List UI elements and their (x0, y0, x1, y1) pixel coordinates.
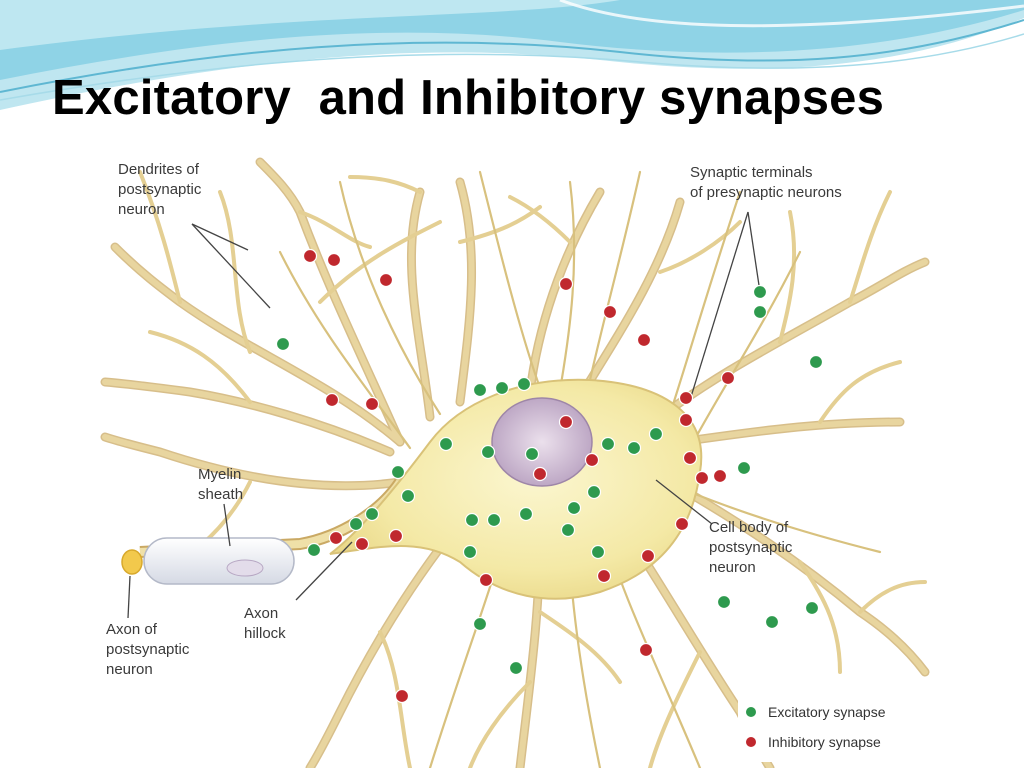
inhibitory-synapse (394, 688, 410, 704)
label-line: postsynaptic (118, 181, 202, 198)
excitatory-dot-icon (746, 707, 756, 717)
myelin-sheath (143, 537, 295, 585)
label-line: neuron (709, 559, 756, 576)
inhibitory-synapse (326, 252, 342, 268)
excitatory-synapse (472, 382, 488, 398)
slide-title: Excitatory and Inhibitory synapses (52, 71, 885, 125)
label-line: neuron (106, 661, 153, 678)
label-line: sheath (198, 486, 244, 503)
excitatory-synapse (560, 522, 576, 538)
header-wave-decoration (0, 0, 1024, 110)
excitatory-synapse (462, 544, 478, 560)
inhibitory-synapse (694, 470, 710, 486)
inhibitory-synapse (558, 276, 574, 292)
inhibitory-synapse (354, 536, 370, 552)
excitatory-synapse (600, 436, 616, 452)
label-synaptic-terminals: Synaptic terminals of presynaptic neuron… (690, 163, 842, 203)
inhibitory-synapse (640, 548, 656, 564)
excitatory-synapse (716, 594, 732, 610)
label-myelin-sheath: Myelin sheath (198, 465, 243, 505)
inhibitory-synapse (324, 392, 340, 408)
inhibitory-synapse (596, 568, 612, 584)
label-dendrites: Dendrites of postsynaptic neuron (118, 160, 201, 220)
excitatory-synapse (752, 304, 768, 320)
label-line: Dendrites of (118, 161, 199, 178)
axon-node (121, 549, 143, 575)
excitatory-synapse (390, 464, 406, 480)
excitatory-synapse (516, 376, 532, 392)
inhibitory-synapse (302, 248, 318, 264)
label-cell-body: Cell body of postsynaptic neuron (709, 518, 792, 578)
label-line: hillock (244, 625, 286, 642)
label-line: Axon of (106, 621, 157, 638)
legend-label: Excitatory synapse (768, 704, 886, 720)
label-line: postsynaptic (709, 539, 793, 556)
inhibitory-synapse (674, 516, 690, 532)
excitatory-synapse (648, 426, 664, 442)
excitatory-synapse (508, 660, 524, 676)
excitatory-synapse (306, 542, 322, 558)
synapse-markers (275, 248, 824, 704)
excitatory-synapse (518, 506, 534, 522)
excitatory-synapse (486, 512, 502, 528)
excitatory-synapse (275, 336, 291, 352)
excitatory-synapse (804, 600, 820, 616)
legend: Excitatory synapse Inhibitory synapse (738, 698, 924, 762)
inhibitory-dot-icon (746, 737, 756, 747)
inhibitory-synapse (638, 642, 654, 658)
excitatory-synapse (808, 354, 824, 370)
inhibitory-synapse (602, 304, 618, 320)
neuron-diagram (100, 157, 930, 768)
inhibitory-synapse (678, 390, 694, 406)
excitatory-synapse (480, 444, 496, 460)
label-line: Synaptic terminals (690, 164, 813, 181)
label-line: Myelin (198, 466, 242, 483)
label-line: Axon (244, 605, 279, 622)
inhibitory-synapse (532, 466, 548, 482)
dendrite-branches (138, 170, 927, 768)
label-leaders (127, 211, 761, 619)
label-line: neuron (118, 201, 165, 218)
inhibitory-synapse (712, 468, 728, 484)
inhibitory-synapse (558, 414, 574, 430)
inhibitory-synapse (678, 412, 694, 428)
excitatory-synapse (736, 460, 752, 476)
inhibitory-synapse (584, 452, 600, 468)
schwann-nucleus (226, 559, 264, 577)
label-line: postsynaptic (106, 641, 190, 658)
excitatory-synapse (348, 516, 364, 532)
inhibitory-synapse (378, 272, 394, 288)
label-line: Cell body of (709, 519, 789, 536)
inhibitory-synapse (364, 396, 380, 412)
inhibitory-synapse (682, 450, 698, 466)
excitatory-synapse (566, 500, 582, 516)
excitatory-synapse (524, 446, 540, 462)
excitatory-synapse (400, 488, 416, 504)
legend-label: Inhibitory synapse (768, 734, 881, 750)
excitatory-synapse (590, 544, 606, 560)
inhibitory-synapse (388, 528, 404, 544)
excitatory-synapse (626, 440, 642, 456)
excitatory-synapse (752, 284, 768, 300)
label-axon-hillock: Axon hillock (244, 604, 286, 644)
excitatory-synapse (438, 436, 454, 452)
excitatory-synapse (364, 506, 380, 522)
label-line: of presynaptic neurons (690, 184, 842, 201)
inhibitory-synapse (328, 530, 344, 546)
excitatory-synapse (464, 512, 480, 528)
inhibitory-synapse (478, 572, 494, 588)
label-axon: Axon of postsynaptic neuron (106, 620, 189, 680)
excitatory-synapse (586, 484, 602, 500)
excitatory-synapse (472, 616, 488, 632)
inhibitory-synapse (720, 370, 736, 386)
excitatory-synapse (764, 614, 780, 630)
inhibitory-synapse (636, 332, 652, 348)
excitatory-synapse (494, 380, 510, 396)
dendrites (100, 157, 930, 768)
